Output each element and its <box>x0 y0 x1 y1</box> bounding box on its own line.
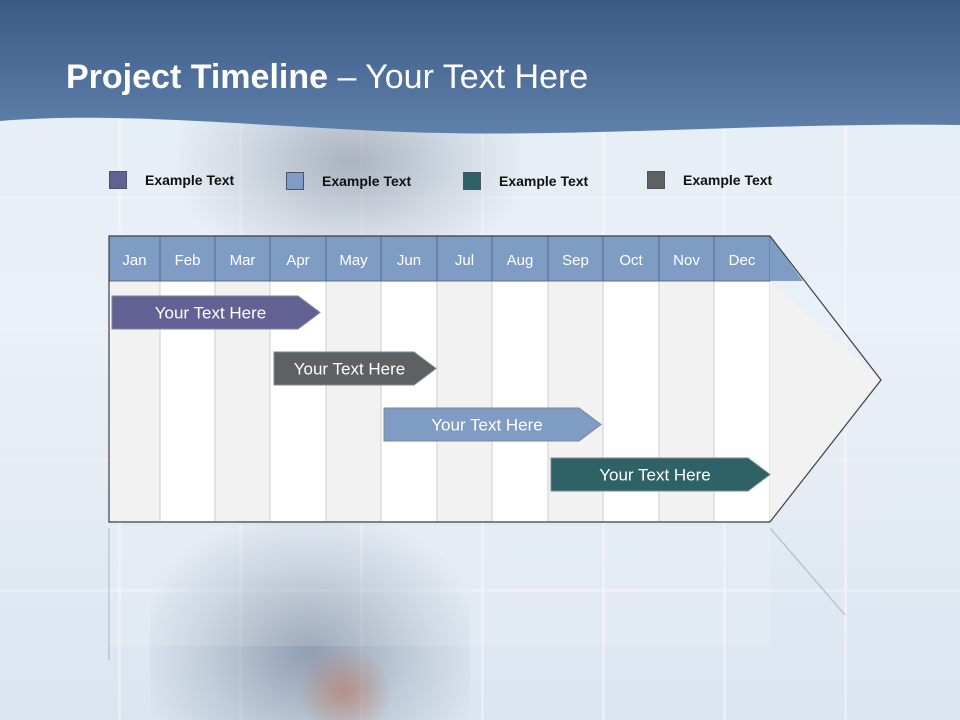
month-label-dec: Dec <box>729 252 756 269</box>
legend-item-3: Example Text <box>463 172 588 190</box>
legend-swatch-1 <box>109 171 127 189</box>
month-header-dec <box>713 235 771 282</box>
legend-item-1: Example Text <box>109 171 234 189</box>
timeline-bar-label-4: Your Text Here <box>599 466 711 485</box>
legend-label-2: Example Text <box>322 173 412 189</box>
timeline-bar-3 <box>383 407 602 442</box>
month-header-mar <box>214 235 271 282</box>
month-column-jul <box>436 280 493 523</box>
month-label-jun: Jun <box>397 252 421 269</box>
title-rest: – Your Text Here <box>328 58 589 96</box>
month-header-may <box>325 235 382 282</box>
timeline-bar-1 <box>111 295 321 330</box>
month-column-jun <box>380 280 438 523</box>
month-label-jul: Jul <box>455 252 474 269</box>
month-column-aug <box>491 280 549 523</box>
title-bold: Project Timeline <box>66 58 329 96</box>
legend-swatch-2 <box>286 172 304 190</box>
legend-swatch-4 <box>647 171 665 189</box>
timeline-bar-label-3: Your Text Here <box>431 416 543 435</box>
month-label-oct: Oct <box>619 252 643 269</box>
timeline-reflection-fill <box>109 526 770 646</box>
legend-item-4: Example Text <box>647 171 772 189</box>
legend-item-2: Example Text <box>286 172 411 190</box>
page-title: Project Timeline – Your Text Here <box>66 58 588 97</box>
month-label-mar: Mar <box>230 252 256 269</box>
background-hand <box>300 650 390 720</box>
legend-label-3: Example Text <box>499 173 589 189</box>
month-header-feb <box>159 235 216 282</box>
month-header-jan <box>108 235 161 282</box>
timeline-border <box>108 235 770 523</box>
month-label-jan: Jan <box>122 252 146 269</box>
timeline-bar-2 <box>273 351 437 386</box>
month-label-aug: Aug <box>507 252 534 269</box>
timeline-bar-label-1: Your Text Here <box>155 304 267 323</box>
timeline-bar-4 <box>550 457 771 492</box>
legend-label-1: Example Text <box>145 172 235 188</box>
month-label-feb: Feb <box>175 252 201 269</box>
month-header-nov <box>658 235 715 282</box>
header-wave <box>0 0 960 134</box>
header-band: Project Timeline – Your Text Here <box>0 0 960 140</box>
arrow-outline <box>769 235 882 523</box>
month-label-may: May <box>339 252 368 269</box>
month-header-jun <box>380 235 438 282</box>
legend-label-4: Example Text <box>683 172 773 188</box>
timeline-bar-label-2: Your Text Here <box>294 360 406 379</box>
arrow-body <box>770 281 881 522</box>
month-label-sep: Sep <box>562 252 589 269</box>
legend-swatch-3 <box>463 172 481 190</box>
month-label-apr: Apr <box>286 252 309 269</box>
month-label-nov: Nov <box>673 252 700 269</box>
month-column-may <box>325 280 382 523</box>
timeline-reflection <box>108 527 846 660</box>
